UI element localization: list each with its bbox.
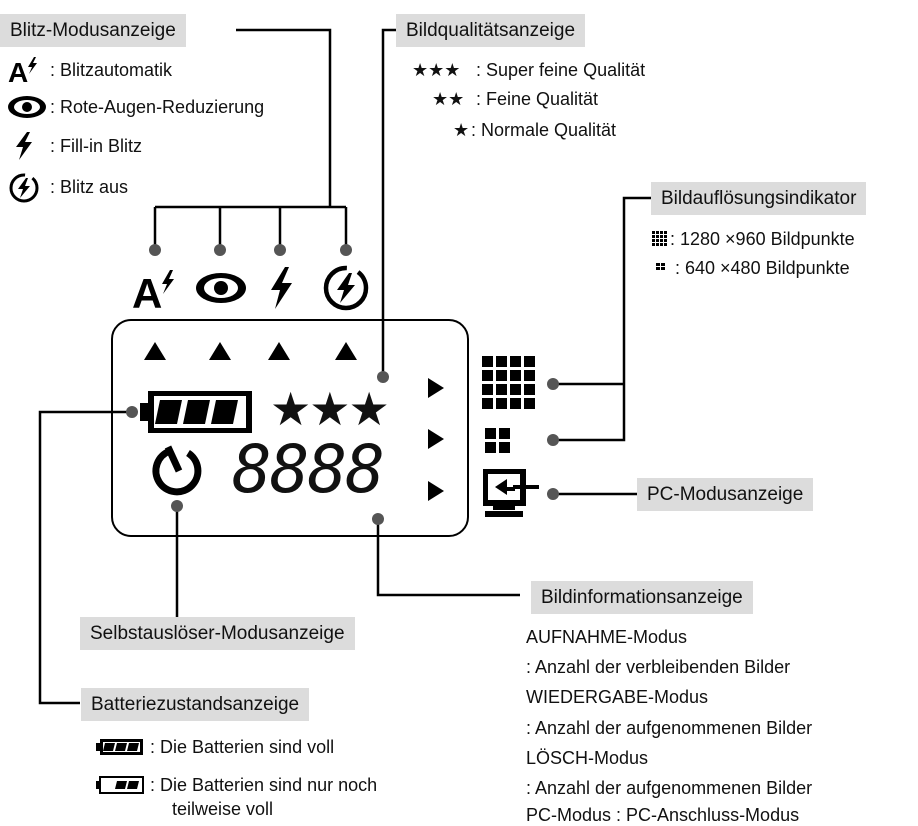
- svg-text:A: A: [132, 270, 162, 312]
- high-resolution-icon: [482, 356, 536, 410]
- indicator-triangle: [335, 342, 357, 360]
- high-resolution-icon: [652, 231, 668, 247]
- battery-item-label: : Die Batterien sind voll: [150, 737, 335, 757]
- indicator-triangle: [209, 342, 231, 360]
- self-timer-label: Selbstauslöser-Modusanzeige: [80, 617, 355, 650]
- self-timer-icon: [150, 443, 204, 499]
- image-info-line: LÖSCH-Modus: [526, 748, 649, 768]
- pc-mode-label: PC-Modusanzeige: [637, 478, 814, 511]
- quality-stars: ★: [453, 120, 470, 140]
- lcd-quality-stars: ★★★: [270, 382, 390, 436]
- image-info-line: PC-Modus : PC-Anschluss-Modus: [526, 805, 800, 825]
- flash-off-icon: [8, 172, 40, 204]
- arrow-right-icon: [428, 378, 444, 398]
- lcd-panel: [111, 319, 469, 537]
- flash-item-label: : Blitzautomatik: [50, 60, 173, 80]
- indicator-triangle: [268, 342, 290, 360]
- fill-flash-icon: [268, 266, 294, 310]
- auto-flash-icon: A: [132, 268, 180, 312]
- image-info-label: Bildinformationsanzeige: [531, 581, 753, 614]
- quality-label: Bildqualitätsanzeige: [396, 14, 586, 47]
- battery-icon: [140, 389, 256, 435]
- quality-item-label: : Feine Qualität: [476, 89, 599, 109]
- flash-item-label: : Fill-in Blitz: [50, 136, 143, 156]
- arrow-right-icon: [428, 429, 444, 449]
- image-info-line: WIEDERGABE-Modus: [526, 687, 709, 707]
- lcd-digits: 8888: [232, 431, 385, 508]
- arrow-right-icon: [428, 481, 444, 501]
- svg-text:A: A: [8, 57, 28, 85]
- battery-partial-icon: [96, 776, 144, 794]
- flash-item-label: : Rote-Augen-Reduzierung: [50, 97, 265, 117]
- battery-item-label-continued: teilweise voll: [172, 799, 274, 819]
- flash-mode-label: Blitz-Modusanzeige: [0, 14, 186, 47]
- image-info-line: AUFNAHME-Modus: [526, 627, 688, 647]
- flash-off-icon: [322, 264, 370, 312]
- quality-item-label: : Super feine Qualität: [476, 60, 646, 80]
- resolution-label: Bildauflösungsindikator: [651, 182, 867, 215]
- quality-stars: ★★: [432, 89, 465, 109]
- image-info-line: : Anzahl der verbleibenden Bilder: [526, 657, 791, 677]
- pc-mode-icon: [483, 469, 539, 519]
- battery-label: Batteriezustandsanzeige: [81, 688, 310, 721]
- red-eye-icon: [194, 270, 248, 306]
- fill-flash-icon: [14, 131, 34, 161]
- image-info-line: : Anzahl der aufgenommenen Bilder: [526, 718, 813, 738]
- quality-item-label: : Normale Qualität: [471, 120, 617, 140]
- image-info-line: : Anzahl der aufgenommenen Bilder: [526, 778, 813, 798]
- battery-item-label: : Die Batterien sind nur noch: [150, 775, 378, 795]
- resolution-item-label: : 1280 ×960 Bildpunkte: [670, 229, 855, 249]
- resolution-item-label: : 640 ×480 Bildpunkte: [675, 258, 850, 278]
- lcd-arrows: [428, 378, 444, 501]
- auto-flash-icon: A: [8, 55, 48, 85]
- low-resolution-icon: [485, 428, 511, 454]
- quality-stars: ★★★: [412, 60, 461, 80]
- low-resolution-icon: [656, 262, 666, 272]
- flash-item-label: : Blitz aus: [50, 177, 129, 197]
- indicator-triangle: [144, 342, 166, 360]
- lcd-flash-indicators: [144, 342, 357, 360]
- red-eye-icon: [6, 94, 48, 120]
- battery-full-icon: [96, 738, 144, 756]
